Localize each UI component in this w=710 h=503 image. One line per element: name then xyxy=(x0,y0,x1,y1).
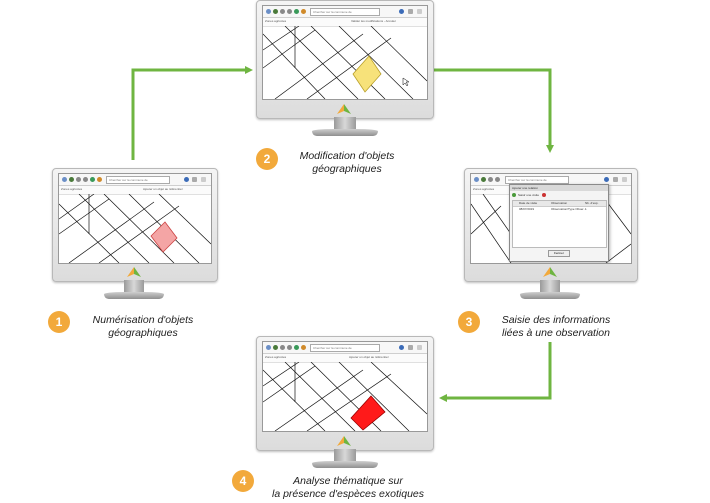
user-icon[interactable] xyxy=(399,9,404,14)
layer-select[interactable]: Zones agricoles xyxy=(265,355,287,359)
app-logo-icon xyxy=(543,267,557,277)
edit-icon[interactable] xyxy=(192,177,197,182)
table-row[interactable]: 08/07/2019 Observation/Type Obser... 1 xyxy=(519,207,587,211)
help-icon[interactable] xyxy=(417,345,422,350)
column-date[interactable]: Date de visite xyxy=(519,201,538,205)
parcel-map xyxy=(263,362,427,431)
user-icon[interactable] xyxy=(604,177,609,182)
globe-icon[interactable] xyxy=(273,9,278,14)
zoom-icon[interactable] xyxy=(62,177,67,182)
zoom-out-icon[interactable] xyxy=(83,177,88,182)
monitor-step-1: Chercher sur la commune de Zones agricol… xyxy=(52,168,218,308)
parcel-map xyxy=(59,194,211,263)
edit-toolbar: Zones agricoles Ajouter un objet au réfé… xyxy=(59,186,211,195)
globe-icon[interactable] xyxy=(273,345,278,350)
layer-select[interactable]: Zones agricoles xyxy=(265,19,287,23)
edited-parcel xyxy=(352,55,382,93)
edit-icon[interactable] xyxy=(408,345,413,350)
zoom-in-icon[interactable] xyxy=(488,177,493,182)
zoom-icon[interactable] xyxy=(266,9,271,14)
monitor-step-4: Chercher sur la commune de Zones agricol… xyxy=(256,336,436,476)
column-count[interactable]: Nb. d'esp. xyxy=(585,201,599,205)
globe-icon[interactable] xyxy=(69,177,74,182)
map-icon[interactable] xyxy=(294,345,299,350)
step-3-badge: 3 xyxy=(458,311,480,333)
zoom-in-icon[interactable] xyxy=(280,345,285,350)
relation-dialog: Ajouter une relation Saisir une visite D… xyxy=(509,184,609,262)
zoom-out-icon[interactable] xyxy=(495,177,500,182)
app-screen: Chercher sur la commune de Zones agricol… xyxy=(58,173,212,264)
arrow-3-to-4 xyxy=(439,342,552,402)
validate-edit-action[interactable]: Valider les modifications - Annuler xyxy=(351,19,396,23)
add-visit-button[interactable]: Saisir une visite xyxy=(518,193,540,197)
dialog-title: Ajouter une relation xyxy=(510,185,608,191)
app-screen: Chercher sur la commune de Zones agricol… xyxy=(262,5,428,100)
app-logo-icon xyxy=(337,436,351,446)
zoom-in-icon[interactable] xyxy=(76,177,81,182)
search-input[interactable]: Chercher sur la commune de xyxy=(310,344,380,352)
map-icon[interactable] xyxy=(294,9,299,14)
search-input[interactable]: Chercher sur la commune de xyxy=(505,176,569,184)
monitor-step-2: Chercher sur la commune de Zones agricol… xyxy=(256,0,436,145)
globe-icon[interactable] xyxy=(481,177,486,182)
map-toolbar: Chercher sur la commune de xyxy=(59,174,211,186)
app-logo-icon xyxy=(127,267,141,277)
edit-toolbar: Zones agricoles Valider les modification… xyxy=(263,18,427,27)
add-icon[interactable] xyxy=(512,193,516,197)
zoom-out-icon[interactable] xyxy=(287,9,292,14)
edit-toolbar: Zones agricoles Ajouter un objet au réfé… xyxy=(263,354,427,363)
parcel-map xyxy=(263,26,427,99)
user-icon[interactable] xyxy=(399,345,404,350)
arrow-1-to-2 xyxy=(131,66,253,160)
add-object-action[interactable]: Ajouter un objet au référentiel xyxy=(349,355,389,359)
zoom-in-icon[interactable] xyxy=(280,9,285,14)
exotic-species-parcel xyxy=(350,395,386,431)
close-button[interactable]: Fermer xyxy=(548,250,570,257)
info-icon[interactable] xyxy=(301,9,306,14)
column-observation[interactable]: Observation xyxy=(551,201,568,205)
layer-select[interactable]: Zones agricoles xyxy=(61,187,83,191)
edit-icon[interactable] xyxy=(408,9,413,14)
arrow-2-to-3 xyxy=(432,68,554,153)
map-toolbar: Chercher sur la commune de xyxy=(263,6,427,18)
edit-icon[interactable] xyxy=(613,177,618,182)
app-screen: Chercher sur la commune de Zones agricol… xyxy=(262,341,428,432)
info-icon[interactable] xyxy=(301,345,306,350)
add-object-action[interactable]: Ajouter un objet au référentiel xyxy=(143,187,183,191)
app-screen: Chercher sur la commune de Zones agricol… xyxy=(470,173,632,264)
step-4-badge: 4 xyxy=(232,470,254,492)
search-input[interactable]: Chercher sur la commune de xyxy=(310,8,380,16)
monitor-step-3: Chercher sur la commune de Zones agricol… xyxy=(464,168,640,308)
cursor-icon xyxy=(402,77,410,87)
zoom-icon[interactable] xyxy=(266,345,271,350)
search-input[interactable]: Chercher sur la commune de xyxy=(106,176,170,184)
info-icon[interactable] xyxy=(97,177,102,182)
step-2-badge: 2 xyxy=(256,148,278,170)
user-icon[interactable] xyxy=(184,177,189,182)
map-icon[interactable] xyxy=(90,177,95,182)
help-icon[interactable] xyxy=(622,177,627,182)
zoom-icon[interactable] xyxy=(474,177,479,182)
map-toolbar: Chercher sur la commune de xyxy=(263,342,427,354)
zoom-out-icon[interactable] xyxy=(287,345,292,350)
app-logo-icon xyxy=(337,104,351,114)
step-1-badge: 1 xyxy=(48,311,70,333)
delete-icon[interactable] xyxy=(542,193,546,197)
layer-select[interactable]: Zones agricoles xyxy=(473,187,495,191)
digitized-parcel xyxy=(150,221,178,253)
help-icon[interactable] xyxy=(201,177,206,182)
help-icon[interactable] xyxy=(417,9,422,14)
